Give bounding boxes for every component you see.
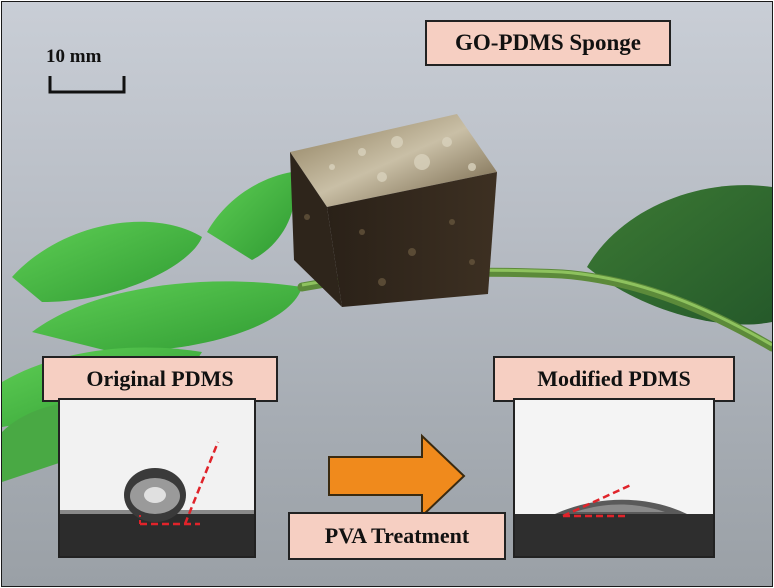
leaf-left-edge	[2, 402, 72, 482]
leaf-left-upper	[207, 172, 296, 260]
go-pdms-sponge	[290, 114, 497, 307]
process-arrow-icon	[328, 433, 466, 519]
modified-pdms-label: Modified PDMS	[493, 356, 735, 402]
modified-pdms-contact-angle-image	[513, 398, 715, 558]
scale-bar-label: 10 mm	[46, 46, 102, 67]
pva-treatment-label: PVA Treatment	[288, 512, 506, 560]
figure-title-label: GO-PDMS Sponge	[425, 20, 671, 66]
leaf-left-middle	[32, 281, 302, 352]
scale-bar	[48, 76, 126, 94]
original-pdms-contact-angle-image	[58, 398, 256, 558]
leaf-left-top	[12, 221, 202, 302]
original-pdms-label: Original PDMS	[42, 356, 278, 402]
